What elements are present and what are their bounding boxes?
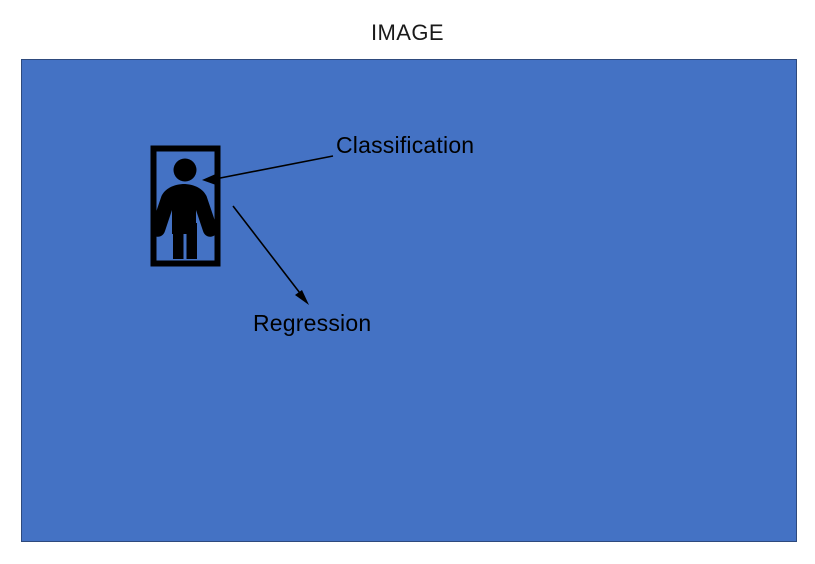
regression-label: Regression xyxy=(253,310,371,336)
classification-callout[interactable]: Classification xyxy=(202,132,474,185)
person-bounding-box[interactable] xyxy=(150,145,221,267)
classification-label: Classification xyxy=(336,132,474,158)
classification-leader-line xyxy=(209,155,334,181)
image-region: Classification Regression xyxy=(21,59,797,542)
pedestrian-icon xyxy=(150,158,218,259)
page-title: IMAGE xyxy=(371,20,444,45)
annotation-overlay: Classification Regression xyxy=(150,132,474,336)
pedestrian-head-icon xyxy=(173,158,197,182)
classification-arrowhead-icon xyxy=(202,173,218,185)
regression-arrowhead-icon xyxy=(295,290,309,305)
regression-leader-line xyxy=(232,205,304,298)
pedestrian-torso-icon xyxy=(150,184,218,237)
pedestrian-left-leg-icon xyxy=(173,223,184,259)
regression-callout[interactable]: Regression xyxy=(232,205,371,336)
pedestrian-right-leg-icon xyxy=(186,223,197,259)
